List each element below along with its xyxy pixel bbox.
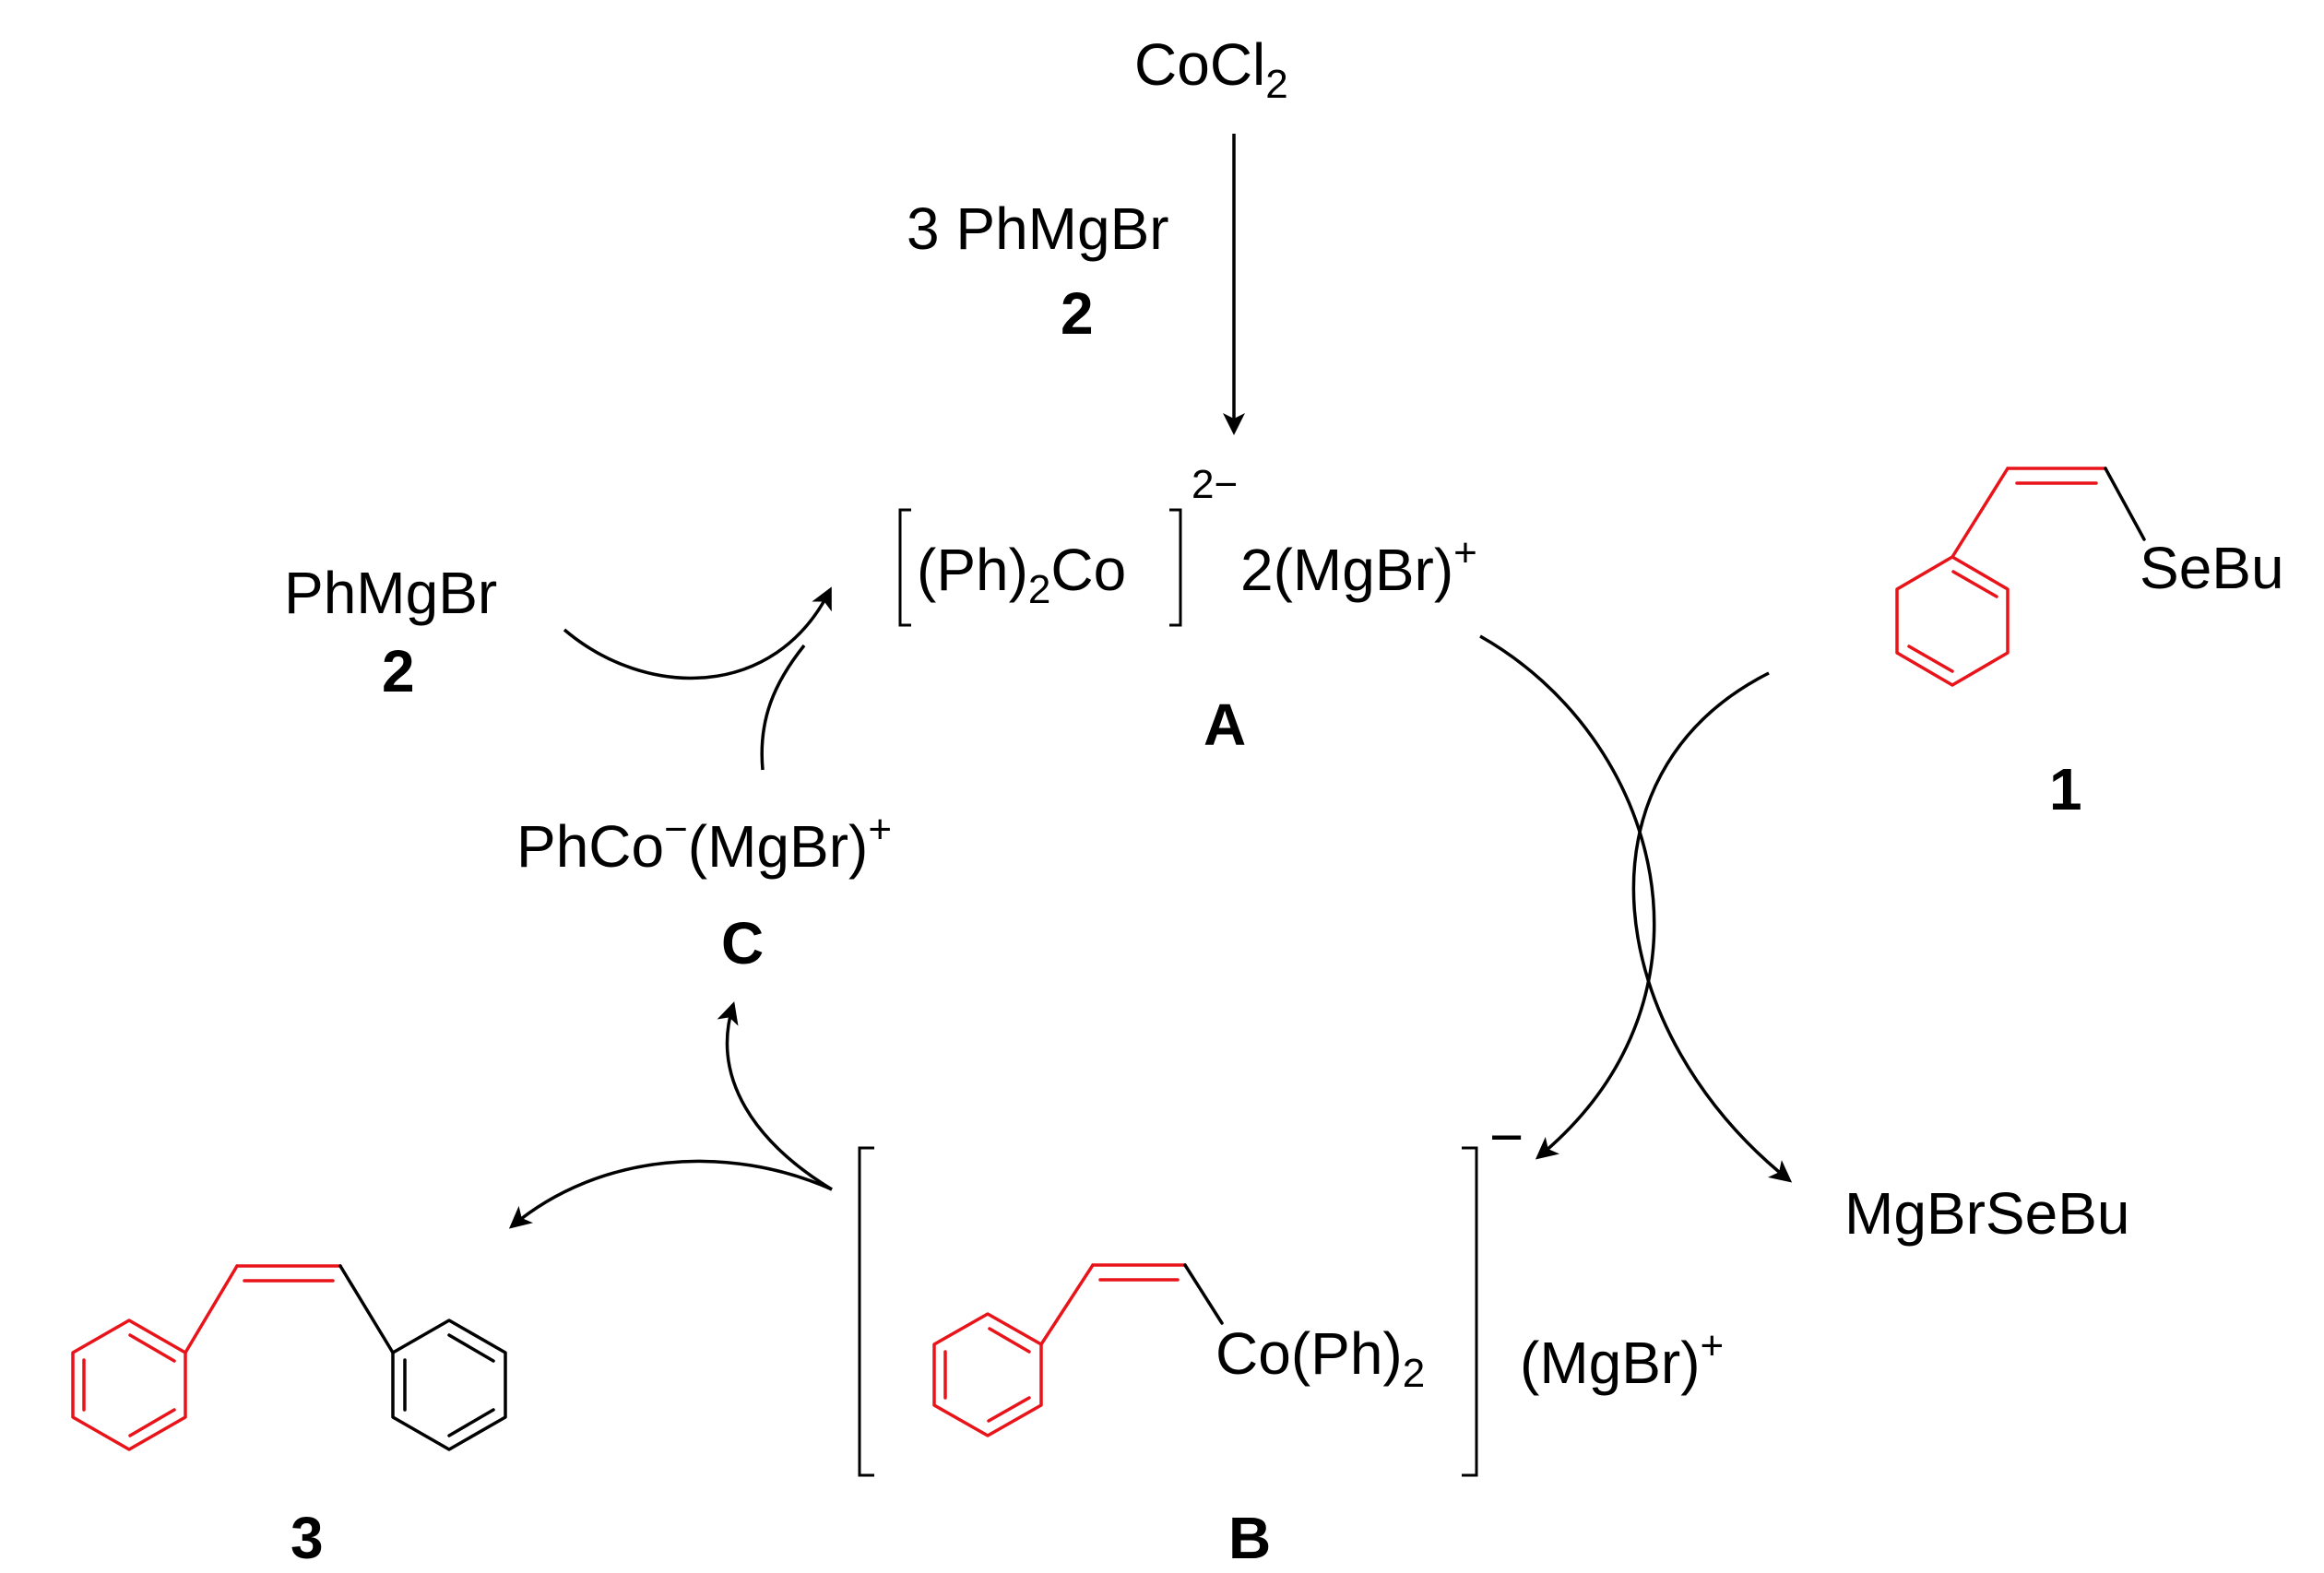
phmgbr-addition-arrow	[563, 586, 832, 680]
a-to-b-arrow	[1479, 634, 1656, 1160]
bracket-b-left	[858, 1146, 874, 1477]
bracket-a-right	[1169, 508, 1182, 627]
product-3-structure	[71, 1264, 507, 1451]
phmgbr-top-number: 2	[1061, 280, 1094, 347]
b-to-c-arrow	[717, 1001, 833, 1191]
intermediate-a-counterion: 2(MgBr)+	[1240, 530, 1477, 603]
phmgbr-top-label: 3 PhMgBr	[907, 195, 1169, 262]
intermediate-a-formula: (Ph)2Co	[917, 537, 1126, 612]
phmgbr-left-label: PhMgBr	[284, 560, 497, 626]
intermediate-c-label: C	[721, 910, 764, 976]
cocl2-label: CoCl2	[1134, 31, 1288, 107]
b-to-product-arrow	[508, 1159, 833, 1229]
intermediate-a-label: A	[1204, 692, 1246, 758]
intermediate-a-charge: 2−	[1192, 462, 1238, 507]
selenide-1-structure: SeBu	[1895, 467, 2284, 687]
bracket-b-right	[1462, 1146, 1478, 1477]
intermediate-b: Co(Ph)2 − (MgBr)+ B	[858, 1104, 1724, 1571]
intermediate-b-charge: −	[1489, 1104, 1524, 1170]
c-to-a-arrow	[760, 644, 806, 771]
intermediate-b-label: B	[1228, 1505, 1271, 1571]
intermediate-b-counterion: (MgBr)+	[1520, 1323, 1724, 1396]
intermediate-a: (Ph)2Co 2− 2(MgBr)+ A	[898, 462, 1477, 758]
selenide-number: 1	[2049, 756, 2082, 822]
intermediate-c-formula: PhCo−(MgBr)+	[516, 807, 892, 880]
phmgbr-left-number: 2	[382, 638, 415, 704]
byproduct-label: MgBrSeBu	[1844, 1180, 2129, 1247]
selenide-substituent: SeBu	[2140, 535, 2284, 601]
bracket-a-left	[898, 508, 911, 627]
selenide-to-byproduct-arrow	[1631, 671, 1793, 1183]
intermediate-b-co: Co(Ph)2	[1215, 1320, 1425, 1396]
product-number: 3	[290, 1505, 324, 1571]
